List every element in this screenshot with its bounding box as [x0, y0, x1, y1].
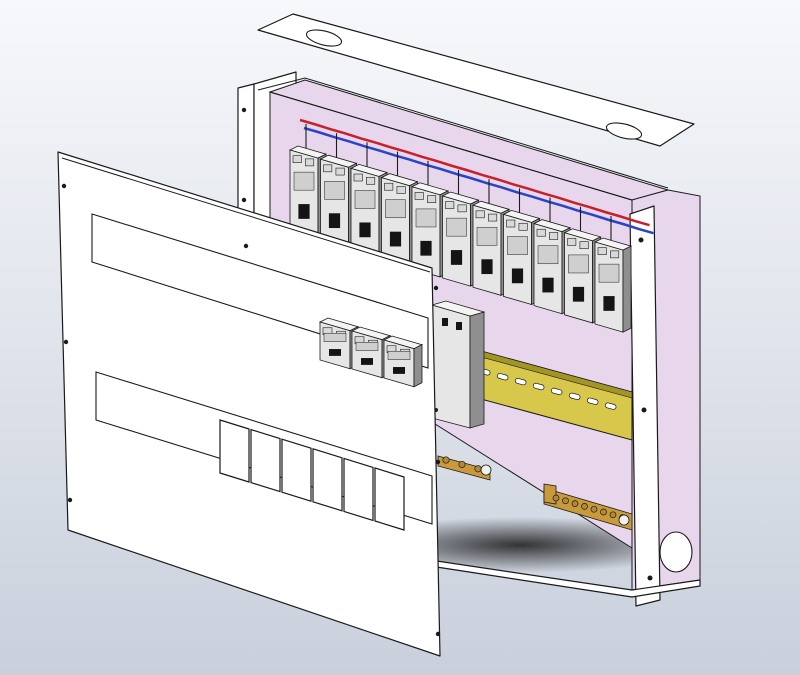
blank-slot-cover	[343, 457, 374, 522]
blank-slot-cover	[219, 419, 250, 483]
earth-terminals	[552, 494, 630, 526]
neutral-terminals	[442, 456, 492, 476]
terminal-screw	[590, 505, 598, 513]
terminal-screw	[609, 511, 617, 519]
breaker-handle	[329, 349, 341, 356]
breaker-handle	[389, 231, 402, 247]
rail-slot	[586, 397, 599, 405]
breaker-handle	[542, 277, 554, 293]
breaker-module	[593, 237, 633, 333]
breaker-handle	[450, 250, 463, 265]
terminal-screw	[474, 465, 482, 473]
mounting-stud	[618, 514, 630, 526]
cable-entry-hole	[605, 122, 643, 140]
main-switch-module	[430, 300, 486, 429]
terminal-screw	[442, 456, 450, 464]
terminal-screw	[562, 497, 569, 505]
breaker-handle	[361, 358, 373, 365]
breaker-handle	[420, 240, 432, 256]
blank-slot-cover	[374, 467, 405, 531]
breaker-handle	[359, 222, 371, 238]
upper-breaker-row	[288, 145, 633, 333]
rail-slot	[604, 402, 617, 410]
top-cover-plate	[257, 13, 695, 147]
earth-terminal-bar	[543, 483, 633, 531]
breaker-handle	[298, 204, 310, 219]
rail-slot	[514, 378, 527, 386]
rail-slot	[568, 392, 581, 400]
terminal-screw	[571, 500, 579, 507]
breaker-module	[382, 335, 424, 388]
visible-breakers-through-window	[318, 317, 424, 388]
breaker-handle	[572, 286, 585, 302]
breaker-module	[349, 163, 389, 260]
rail-slot	[532, 382, 545, 391]
phase-wire	[299, 118, 650, 227]
breaker-handle	[511, 268, 524, 284]
breaker-handle	[328, 213, 341, 229]
mounting-stud	[480, 464, 492, 476]
terminal-screw	[552, 494, 560, 502]
terminal-screw	[458, 460, 466, 468]
blank-slot-cover	[312, 447, 343, 512]
neutral-wire	[303, 126, 654, 235]
blank-slot-cover	[281, 438, 312, 503]
terminal-screw	[600, 508, 607, 516]
rail-slot	[496, 373, 509, 381]
breaker-handle	[393, 367, 405, 374]
right-mounting-flange	[629, 205, 661, 607]
blank-slot-cover	[250, 428, 281, 493]
rail-slot	[550, 387, 563, 396]
front-cover-panel	[57, 151, 441, 657]
breaker-handle	[481, 259, 493, 275]
cable-entry-hole	[305, 29, 343, 47]
breaker-handle	[603, 296, 615, 311]
blank-module-covers	[219, 419, 405, 531]
neutral-terminal-bar	[437, 455, 492, 481]
terminal-screw	[581, 503, 588, 510]
side-knockout	[659, 531, 693, 573]
